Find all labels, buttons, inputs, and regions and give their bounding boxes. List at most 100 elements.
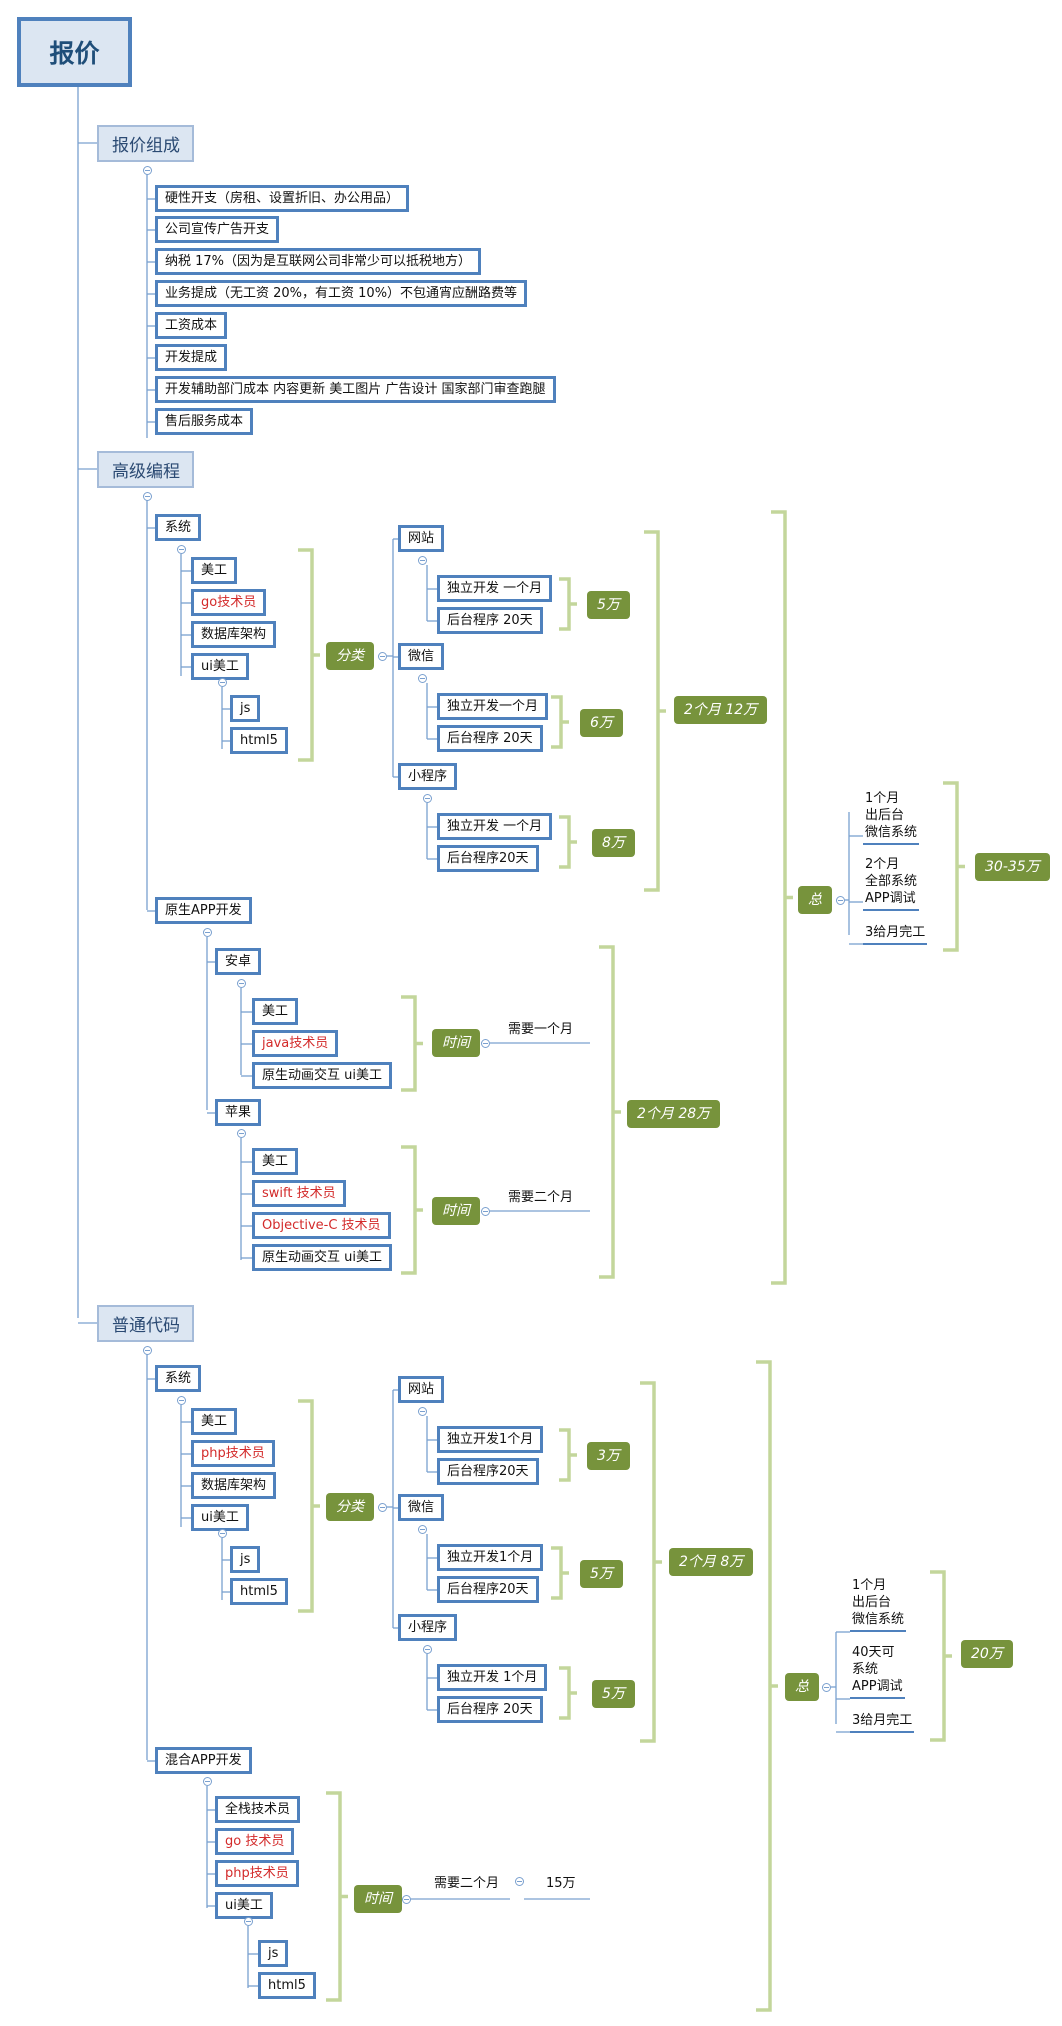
composition-item: 公司宣传广告开支 [155,216,280,243]
hybrid-ui-child: html5 [258,1972,316,1999]
hybrid-time-tag: 时间 [354,1885,402,1913]
section-composition: 报价组成 [97,125,194,162]
ui-child-item: js [230,1546,261,1573]
hybrid-time-bracket [326,1791,348,2002]
section-advanced: 高级编程 [97,451,194,488]
composition-item: 开发辅助部门成本 内容更新 美工图片 广告设计 国家部门审查跑腿 [155,376,556,403]
composition-item: 工资成本 [155,312,228,339]
category-tag: 分类 [326,1493,374,1521]
collapse-toggle-icon[interactable] [237,1129,246,1138]
task-node: 后台程序 20天 [437,725,543,752]
collapse-toggle-icon[interactable] [418,1407,427,1416]
advanced-price: 30-35万 [975,853,1050,881]
apple-time-bracket [401,1145,423,1275]
collapse-toggle-icon[interactable] [402,1895,411,1904]
collapse-toggle-icon[interactable] [481,1039,490,1048]
section-normal-toggle-icon[interactable] [143,1346,152,1355]
role-item: 美工 [191,1408,238,1435]
hybrid-role-item: php技术员 [215,1860,299,1887]
system-node: 系统 [155,514,202,541]
normal-price: 20万 [961,1640,1013,1668]
task-node: 后台程序20天 [437,1458,539,1485]
android-role-item: 美工 [252,998,299,1025]
role-item: ui美工 [191,1504,249,1531]
platform-price-tag: 8万 [592,829,635,857]
task-node: 独立开发1个月 [437,1544,544,1571]
collapse-toggle-icon[interactable] [378,652,387,661]
section-advanced-toggle-icon[interactable] [143,492,152,501]
ui-child-item: html5 [230,727,288,754]
collapse-toggle-icon[interactable] [822,1683,831,1692]
advanced-summary-bracket [771,510,793,1285]
section-normal: 普通代码 [97,1305,194,1342]
collapse-toggle-icon[interactable] [836,896,845,905]
composition-item: 开发提成 [155,344,228,371]
collapse-toggle-icon[interactable] [418,1525,427,1534]
android-node: 安卓 [215,948,262,975]
platform-node: 网站 [398,1376,445,1403]
collapse-toggle-icon[interactable] [418,556,427,565]
role-item: 数据库架构 [191,621,277,648]
collapse-toggle-icon[interactable] [481,1207,490,1216]
normal-summary-phase: 40天可 系统 APP调试 [850,1644,905,1699]
role-item: ui美工 [191,653,249,680]
hybrid-app-node: 混合APP开发 [155,1747,252,1774]
composition-item: 纳税 17%（因为是互联网公司非常少可以抵税地方） [155,248,482,275]
collapse-toggle-icon[interactable] [177,1396,186,1405]
apple-time-value: 需要二个月 [508,1190,574,1205]
section-composition-toggle-icon[interactable] [143,166,152,175]
roles-bracket [298,1399,320,1613]
platform-price-tag: 3万 [587,1442,630,1470]
platform-bracket [559,577,577,631]
normal-summary-phase: 3给月完工 [850,1712,915,1733]
apple-role-item: Objective-C 技术员 [252,1212,391,1239]
android-time-tag: 时间 [432,1029,480,1057]
task-node: 后台程序 20天 [437,1696,543,1723]
ui-child-item: html5 [230,1578,288,1605]
role-item: php技术员 [191,1440,275,1467]
collapse-toggle-icon[interactable] [515,1877,524,1886]
collapse-toggle-icon[interactable] [418,674,427,683]
root-node: 报价 [17,17,132,87]
task-node: 后台程序20天 [437,1576,539,1603]
advanced-summary-phase: 1个月 出后台 微信系统 [863,790,920,845]
collapse-toggle-icon[interactable] [177,545,186,554]
collapse-toggle-icon[interactable] [218,678,227,687]
normal-summary-tag: 总 [785,1673,819,1701]
advanced-system-total-bracket [644,530,666,892]
task-node: 后台程序 20天 [437,607,543,634]
platform-bracket [559,815,577,869]
android-time-bracket [401,995,423,1092]
composition-item: 业务提成（无工资 20%，有工资 10%）不包通宵应酬路费等 [155,280,528,307]
collapse-toggle-icon[interactable] [203,1777,212,1786]
normal-system-total: 2个月 8万 [669,1548,754,1576]
android-time-value: 需要一个月 [508,1022,574,1037]
platform-price-tag: 5万 [587,591,630,619]
task-node: 独立开发 一个月 [437,813,553,840]
composition-item: 售后服务成本 [155,408,254,435]
task-node: 独立开发 一个月 [437,575,553,602]
apple-role-item: swift 技术员 [252,1180,346,1207]
collapse-toggle-icon[interactable] [244,1917,253,1926]
advanced-system-total: 2个月 12万 [674,696,768,724]
platform-bracket [551,1546,569,1600]
collapse-toggle-icon[interactable] [378,1503,387,1512]
platform-price-tag: 6万 [580,709,623,737]
collapse-toggle-icon[interactable] [423,1645,432,1654]
platform-price-tag: 5万 [592,1680,635,1708]
advanced-price-bracket [943,781,965,952]
platform-node: 微信 [398,643,445,670]
composition-item: 硬性开支（房租、设置折旧、办公用品） [155,185,410,212]
collapse-toggle-icon[interactable] [237,979,246,988]
collapse-toggle-icon[interactable] [218,1529,227,1538]
task-node: 独立开发一个月 [437,693,549,720]
apple-node: 苹果 [215,1099,262,1126]
collapse-toggle-icon[interactable] [203,928,212,937]
normal-price-bracket [930,1570,952,1742]
native-total-bracket [599,945,621,1279]
android-role-item: 原生动画交互 ui美工 [252,1062,392,1089]
platform-price-tag: 5万 [580,1560,623,1588]
platform-node: 小程序 [398,763,458,790]
collapse-toggle-icon[interactable] [423,794,432,803]
